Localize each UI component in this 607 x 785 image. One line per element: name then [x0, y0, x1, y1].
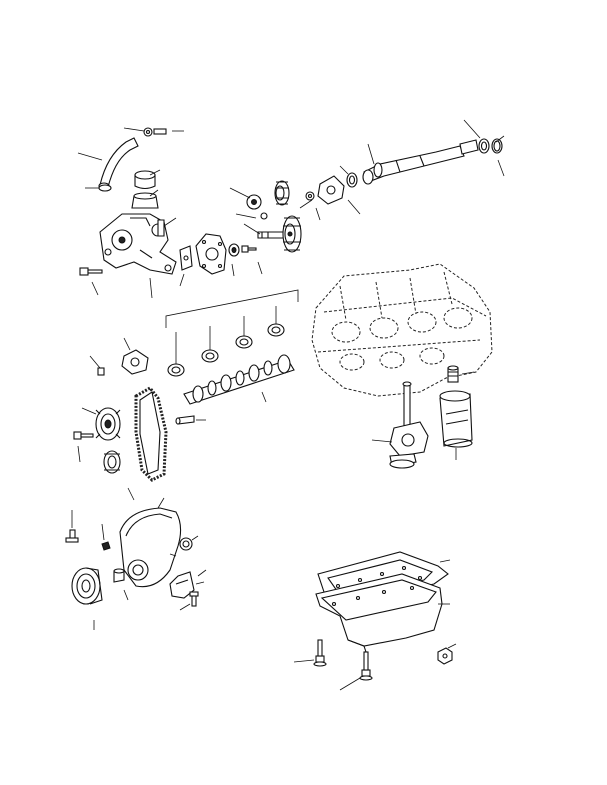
leader-lines-upper-right: [229, 119, 505, 277]
thermostat-cup: [134, 170, 156, 190]
cam-thrust-plate: [121, 349, 149, 375]
gear-spacer: [260, 212, 268, 220]
leader-lines-upper-left: [77, 127, 185, 299]
bearing-bracket: [165, 289, 299, 328]
sprocket-bolt: [73, 431, 94, 440]
oil-pump-pickup: [402, 381, 412, 429]
timing-cover: [119, 507, 182, 588]
water-pump: [99, 213, 177, 275]
cam-sprocket: [95, 407, 121, 441]
shaft-seal-front: [346, 172, 358, 188]
cover-stud: [65, 529, 79, 543]
front-plate: [195, 233, 227, 275]
cam-bearing-2: [201, 326, 219, 363]
gear-shaft: [257, 231, 287, 239]
front-oil-seal: [179, 537, 193, 551]
small-washer-gear: [305, 191, 315, 201]
crank-gear-small: [246, 194, 262, 210]
shaft-ring-rear: [491, 138, 503, 154]
thrust-washer: [228, 243, 240, 257]
leader-lines-middle-left: [77, 337, 135, 501]
cam-bearing-3: [235, 316, 253, 349]
pump-stud: [157, 219, 165, 237]
oil-filter: [439, 390, 473, 448]
drain-plug: [437, 647, 453, 665]
dowel-pin: [175, 415, 206, 425]
leader-lines-lower-right: [293, 559, 457, 691]
oil-pan: [315, 573, 443, 653]
harmonic-damper: [71, 567, 103, 605]
idler-gear-upper: [274, 180, 290, 206]
damper-spacer: [113, 568, 125, 583]
balance-shaft: [362, 139, 479, 185]
large-timing-gear: [282, 215, 302, 253]
bypass-hose: [98, 137, 139, 190]
shaft-bearing-plate: [317, 175, 345, 205]
retaining-bolt: [241, 245, 257, 253]
cam-bolt: [97, 367, 105, 376]
water-pump-gasket: [179, 245, 193, 271]
timing-chain: [134, 386, 168, 482]
cam-bearing-4: [267, 306, 285, 337]
shaft-seal-rear: [478, 138, 490, 154]
oil-pump: [389, 421, 429, 469]
hose-clamp-upper: [143, 127, 167, 137]
camshaft: [183, 354, 295, 405]
leader-lines-middle-right: [371, 371, 475, 460]
pan-bolt-left: [313, 639, 327, 667]
hose-clamp-lower: [98, 184, 112, 192]
cam-bearing-1: [167, 332, 185, 377]
pan-bolt-right: [359, 651, 373, 681]
timing-indicator-bracket: [169, 571, 195, 599]
crank-sprocket: [103, 450, 121, 474]
cover-nut: [101, 541, 111, 551]
engine-block: [311, 263, 493, 397]
leader-lines-lower-left: [71, 497, 207, 630]
bracket-bolt: [189, 591, 199, 607]
thermostat-housing: [131, 192, 159, 209]
filter-adapter: [447, 365, 459, 383]
pump-bolt: [79, 267, 103, 276]
